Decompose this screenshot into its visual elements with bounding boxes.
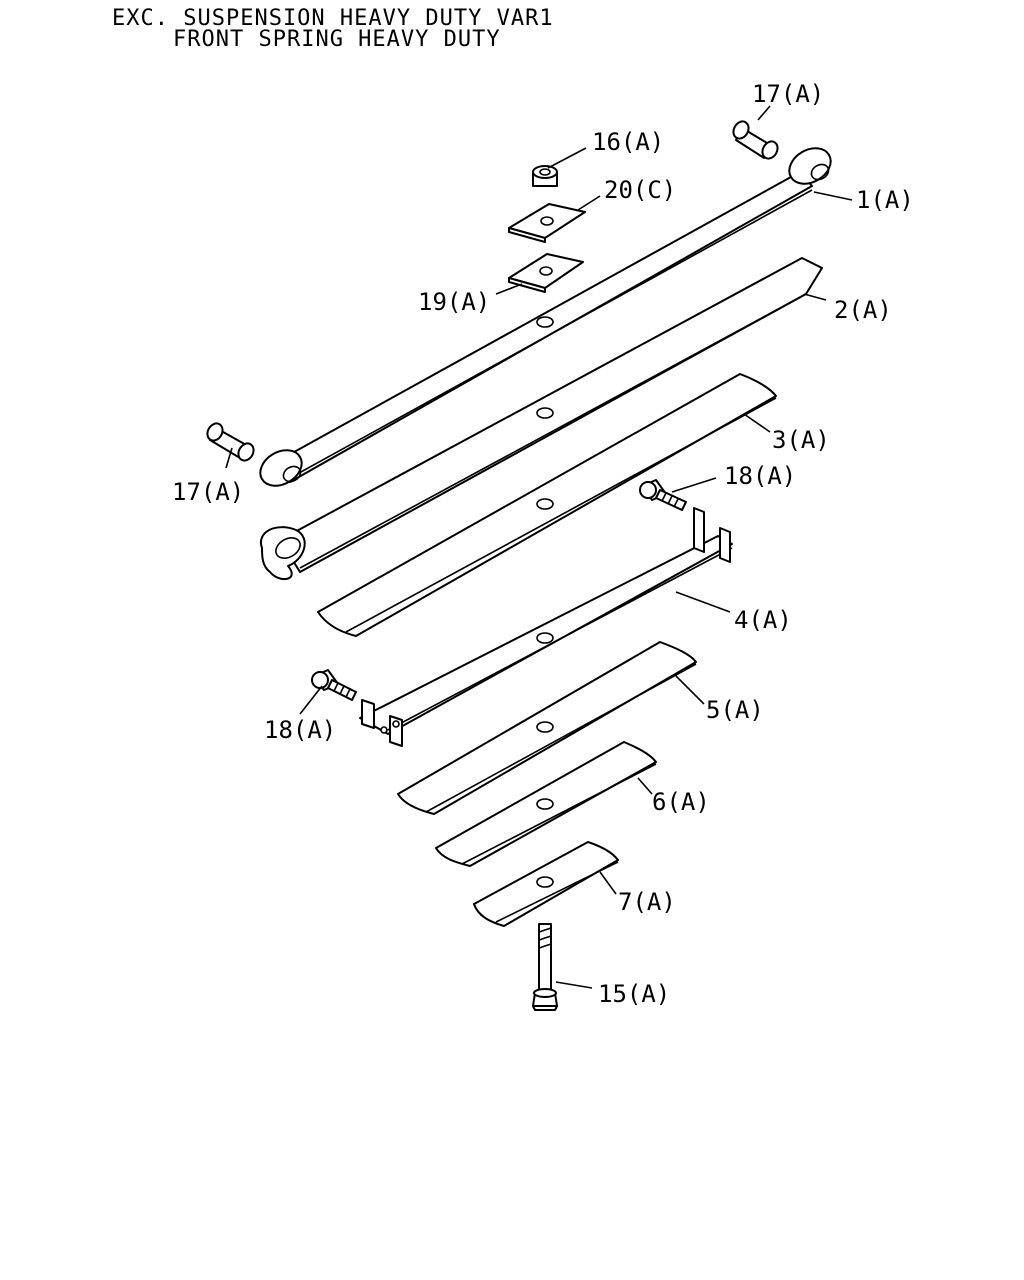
bolt-18-right (639, 479, 687, 511)
header-line-2: FRONT SPRING HEAVY DUTY (173, 27, 501, 52)
bushing-17-left (206, 422, 255, 462)
nut-16 (532, 165, 558, 187)
bolt-18-left (311, 669, 357, 701)
leader-19 (495, 283, 523, 295)
callout-16: 16(A) (592, 128, 664, 156)
leaf-spring-4-with-clips (359, 507, 733, 747)
callout-15: 15(A) (598, 980, 670, 1008)
leader-18-right (671, 477, 717, 493)
leader-20 (577, 195, 601, 211)
leader-18-left (299, 685, 323, 715)
leader-7 (599, 871, 617, 895)
leader-17-left (225, 447, 233, 469)
leaf-spring-6 (435, 741, 657, 867)
leader-16 (547, 147, 587, 169)
leaf-spring-main-1 (259, 147, 832, 487)
leaf-spring-2 (259, 257, 823, 581)
callout-2: 2(A) (834, 296, 892, 324)
leaf-spring-7 (473, 841, 619, 927)
callout-17-top: 17(A) (752, 80, 824, 108)
leader-15 (555, 981, 593, 989)
header-line-1: EXC. SUSPENSION HEAVY DUTY VAR1 (112, 6, 554, 31)
leader-17-top (757, 105, 771, 121)
leaf-spring-5 (397, 641, 697, 815)
callout-18-left: 18(A) (264, 716, 336, 744)
leader-4 (675, 591, 731, 613)
leader-3 (743, 413, 771, 433)
leader-5 (675, 675, 705, 705)
plate-19 (508, 253, 584, 293)
callout-7: 7(A) (618, 888, 676, 916)
callout-18-right: 18(A) (724, 462, 796, 490)
callout-17-left: 17(A) (172, 478, 244, 506)
leader-2 (803, 293, 827, 301)
leader-1 (813, 191, 853, 201)
callout-19: 19(A) (418, 288, 490, 316)
leader-6 (637, 777, 653, 795)
callout-4: 4(A) (734, 606, 792, 634)
callout-5: 5(A) (706, 696, 764, 724)
callout-1: 1(A) (856, 186, 914, 214)
leaf-spring-3 (317, 373, 777, 637)
center-bolt-15 (532, 923, 558, 1011)
callout-6: 6(A) (652, 788, 710, 816)
bushing-17-top (732, 120, 779, 160)
plate-20 (508, 203, 586, 243)
callout-3: 3(A) (772, 426, 830, 454)
callout-20: 20(C) (604, 176, 676, 204)
